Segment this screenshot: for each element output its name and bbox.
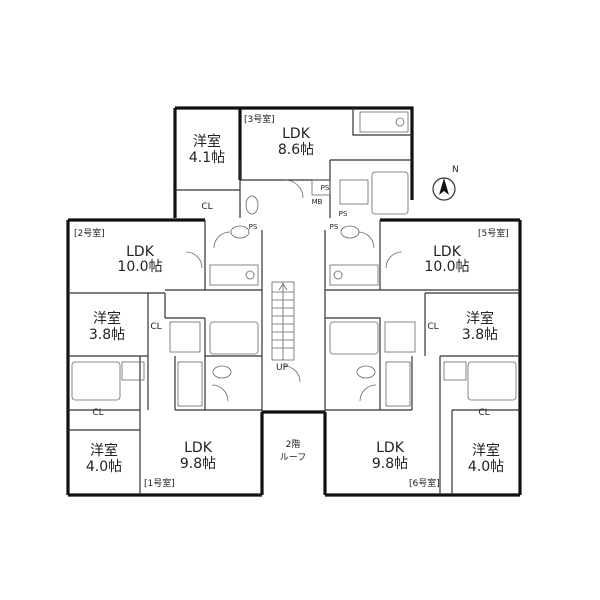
north-arrow: N xyxy=(432,165,459,201)
unit3-ps2-label: PS xyxy=(339,210,348,218)
unit3-yoshitsu-size: 4.1帖 xyxy=(189,150,225,166)
unit6-ldk-label: LDK xyxy=(376,440,405,456)
unit2-closet-label: CL xyxy=(150,322,161,332)
unit2-ldk-size: 10.0帖 xyxy=(117,259,162,275)
unit5-closet-label: CL xyxy=(427,322,438,332)
outer-walls xyxy=(66,106,522,497)
unit6-ldk-size: 9.8帖 xyxy=(372,456,408,472)
roof-label: ルーフ xyxy=(280,453,306,463)
unit3-ldk-size: 8.6帖 xyxy=(278,142,314,158)
roof-floor-label: 2階 xyxy=(286,439,301,450)
unit3-closet-label: CL xyxy=(201,202,212,212)
stair-up-label: UP xyxy=(276,363,289,373)
unit6-label: [6号室] xyxy=(409,477,440,489)
unit3-label: [3号室] xyxy=(244,113,275,125)
unit5-ldk-label: LDK xyxy=(433,244,462,260)
unit2-ldk-label: LDK xyxy=(126,244,155,260)
unit5-yoshitsu-size: 3.8帖 xyxy=(462,327,498,343)
unit3-mb-label: MB xyxy=(312,198,323,206)
unit1-yoshitsu-size: 4.0帖 xyxy=(86,459,122,475)
unit1-label: [1号室] xyxy=(144,477,175,489)
unit2-yoshitsu-label: 洋室 xyxy=(93,310,121,327)
unit1-closet-label: CL xyxy=(92,408,103,418)
unit5-ldk-size: 10.0帖 xyxy=(424,259,469,275)
unit5-label: [5号室] xyxy=(478,227,509,239)
unit5-yoshitsu-label: 洋室 xyxy=(466,310,494,327)
staircase xyxy=(271,281,295,361)
unit1-ldk-size: 9.8帖 xyxy=(180,456,216,472)
unit2-label: [2号室] xyxy=(74,227,105,239)
unit2-ps-label: PS xyxy=(249,223,258,231)
unit6-closet-label: CL xyxy=(478,408,489,418)
unit3-ps-label: PS xyxy=(321,184,330,192)
unit5-ps-label: PS xyxy=(330,223,339,231)
unit6-yoshitsu-label: 洋室 xyxy=(472,442,500,459)
north-label: N xyxy=(452,165,459,175)
fixtures xyxy=(71,111,517,407)
door-swings xyxy=(185,179,403,402)
unit1-yoshitsu-label: 洋室 xyxy=(90,442,118,459)
unit3-ldk-label: LDK xyxy=(282,126,311,142)
unit1-ldk-label: LDK xyxy=(184,440,213,456)
unit6-yoshitsu-size: 4.0帖 xyxy=(468,459,504,475)
unit3-yoshitsu-label: 洋室 xyxy=(193,133,221,150)
unit2-yoshitsu-size: 3.8帖 xyxy=(89,327,125,343)
